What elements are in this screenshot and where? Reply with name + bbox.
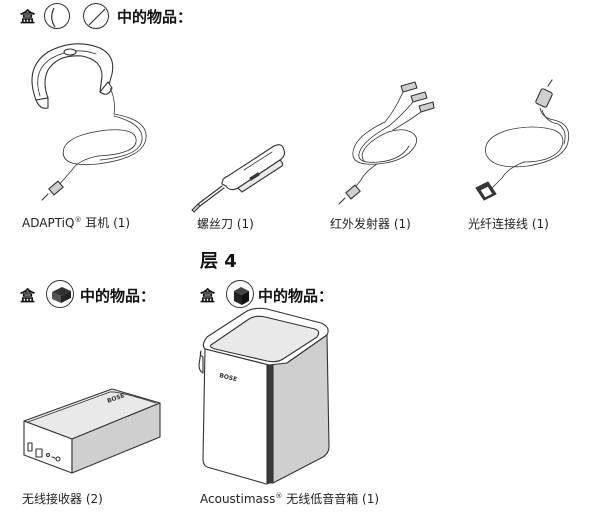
optical-cable-illustration: [475, 79, 570, 201]
bass-module-logo: BOSE: [219, 372, 238, 383]
wireless-receiver-illustration: BOSE: [23, 388, 161, 474]
caption-ir-emitter: 红外发射器 (1): [330, 217, 411, 231]
items-in-label-1: 中的物品：: [117, 8, 193, 26]
box-circle-line-icon: [83, 3, 109, 29]
items-in-label-2: 中的物品：: [80, 287, 156, 305]
ir-emitter-illustration: [338, 81, 435, 205]
adaptiq-headset-illustration: [31, 43, 147, 201]
box-label-1: 盒: [20, 8, 36, 26]
cube-box-icon: [226, 280, 254, 308]
screwdriver-illustration: [191, 144, 286, 213]
layer-title: 层 4: [200, 251, 237, 272]
bass-module-illustration: BOSE: [198, 307, 330, 485]
items-in-label-3: 中的物品：: [258, 287, 334, 305]
box-circle-arc-icon: [44, 3, 70, 29]
caption-receiver: 无线接收器 (2): [22, 492, 103, 506]
box-label-2: 盒: [20, 287, 36, 305]
caption-screwdriver: 螺丝刀 (1): [197, 217, 254, 231]
caption-bass-module: Acoustimass® 无线低音音箱 (1): [200, 492, 380, 506]
box-label-3: 盒: [200, 287, 216, 305]
caption-optical-cable: 光纤连接线 (1): [468, 217, 549, 231]
small-box-icon: [46, 280, 74, 308]
caption-headphones: ADAPTiQ® 耳机 (1): [22, 216, 131, 230]
